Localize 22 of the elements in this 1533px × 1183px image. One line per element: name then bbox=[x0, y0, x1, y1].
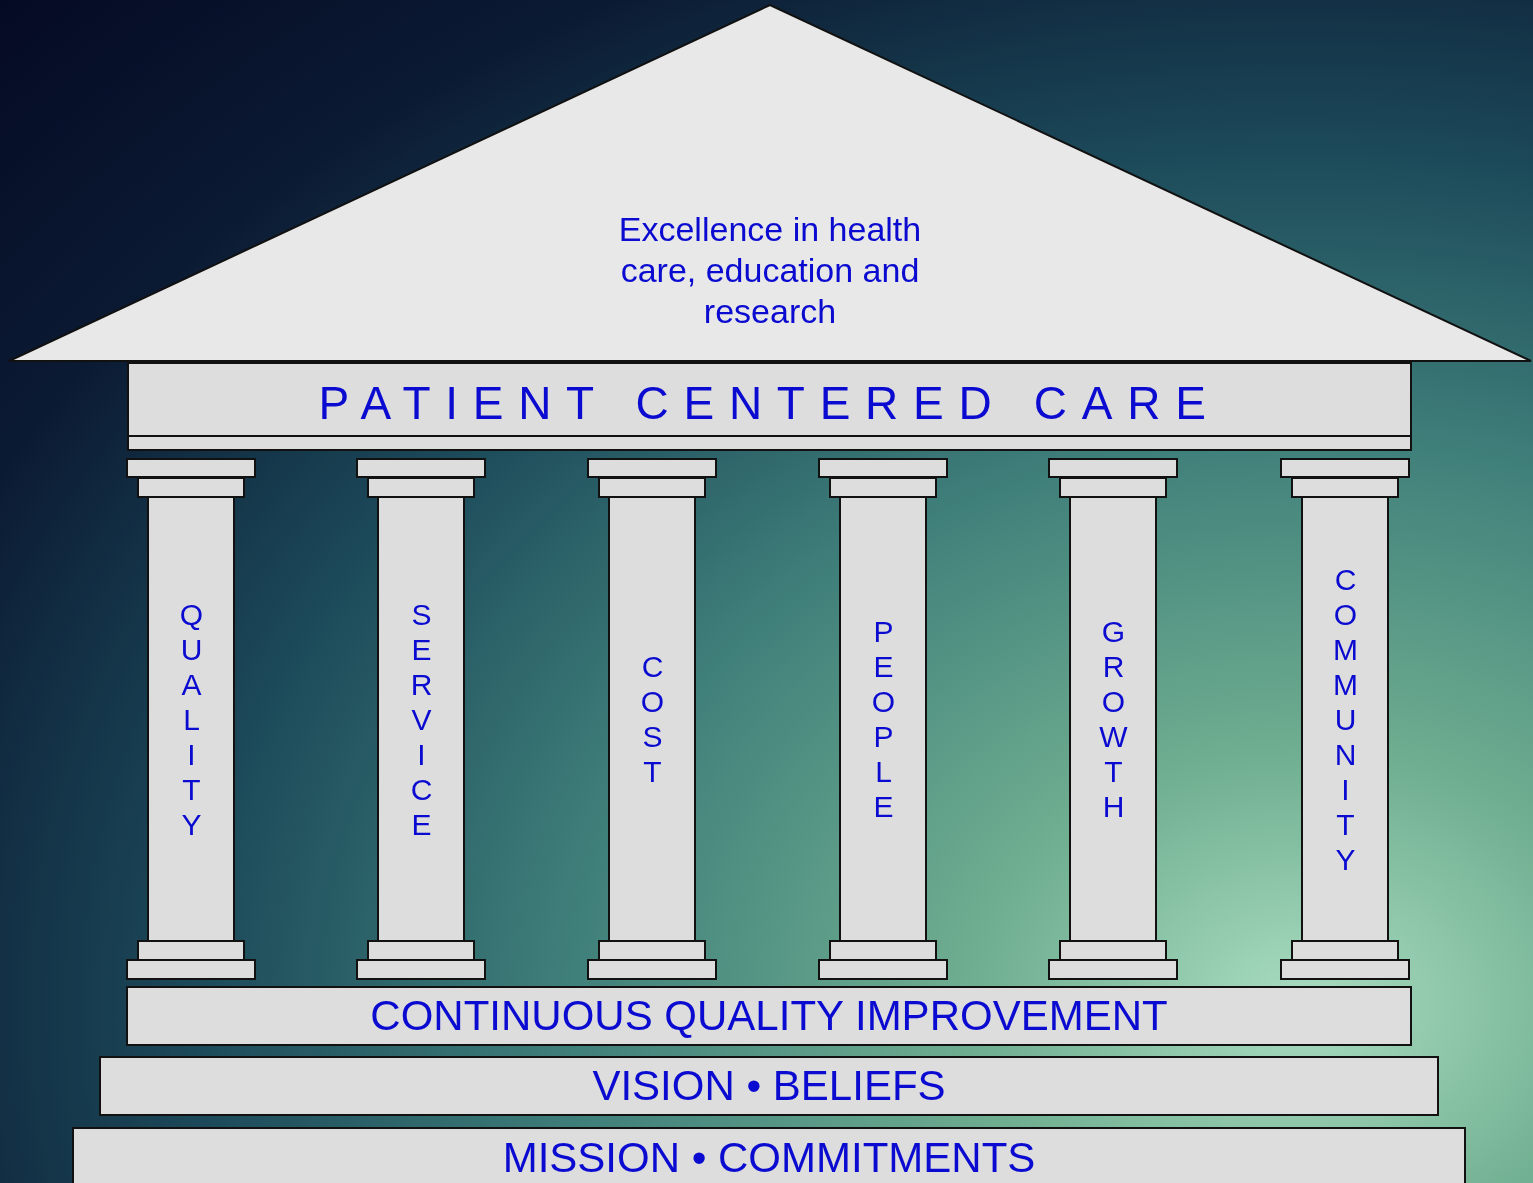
column-label: QUALITY bbox=[176, 597, 206, 842]
step-bar bbox=[72, 1127, 1466, 1183]
column-drawing bbox=[587, 458, 717, 981]
column-drawing bbox=[1048, 458, 1178, 981]
roof-triangle bbox=[8, 4, 1532, 362]
foundation-label: CONTINUOUS QUALITY IMPROVEMENT bbox=[370, 992, 1168, 1040]
step-label: MISSION • COMMITMENTS bbox=[502, 1134, 1036, 1182]
roof-text: Excellence in health care, education and research bbox=[617, 209, 923, 332]
column-label: PEOPLE bbox=[868, 614, 898, 825]
column-drawing bbox=[1280, 458, 1410, 981]
column-drawing bbox=[126, 458, 256, 981]
step-bar bbox=[99, 1056, 1439, 1116]
column-label: GROWTH bbox=[1098, 614, 1128, 825]
column-label: COST bbox=[637, 649, 667, 790]
beam-bar bbox=[127, 362, 1412, 451]
beam-label: PATIENT CENTERED CARE bbox=[317, 376, 1222, 430]
column-drawing bbox=[356, 458, 486, 981]
column-label: SERVICE bbox=[406, 597, 436, 842]
foundation-bar bbox=[126, 986, 1412, 1046]
column-drawing bbox=[818, 458, 948, 981]
step-label: VISION • BELIEFS bbox=[592, 1062, 946, 1110]
column-label: COMMUNITY bbox=[1330, 562, 1360, 877]
